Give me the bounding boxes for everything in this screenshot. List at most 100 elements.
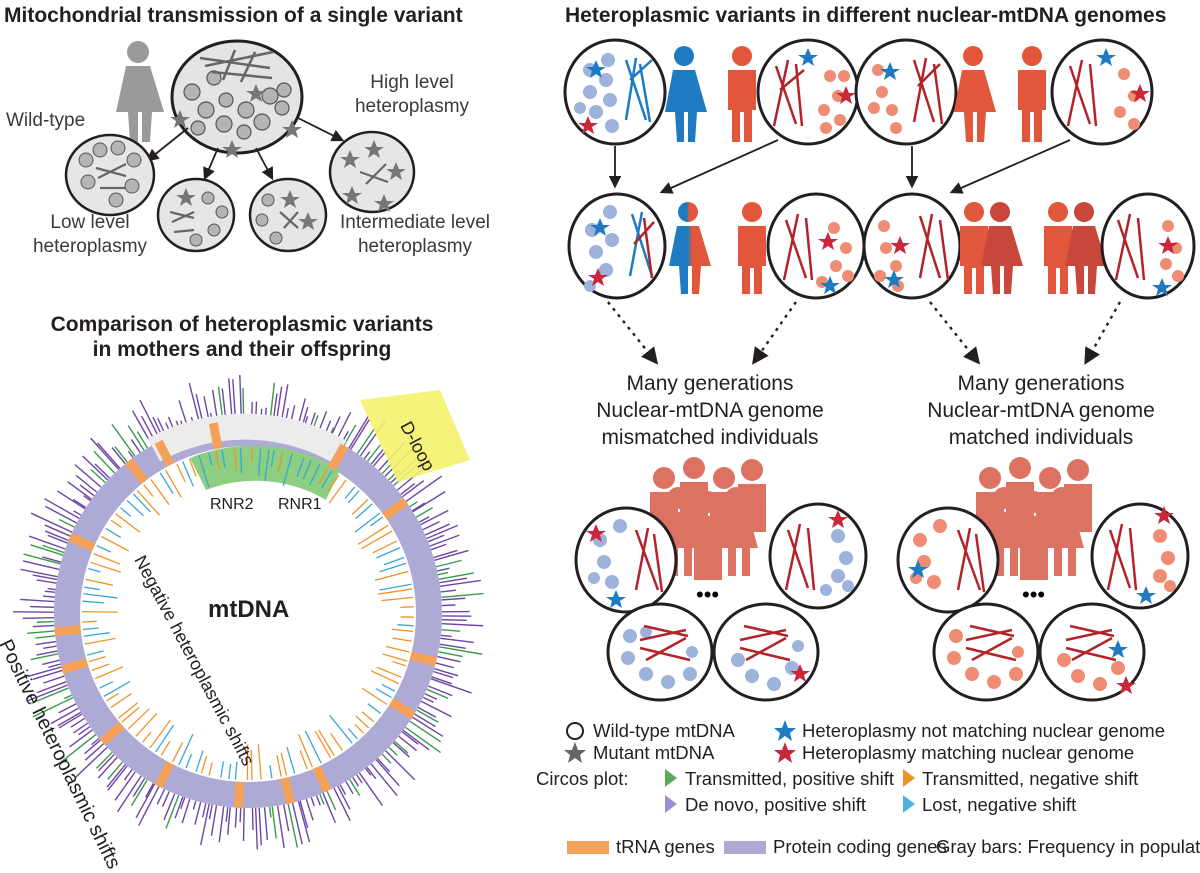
negative-shift-arrow	[128, 709, 149, 729]
wild-type-cell	[66, 135, 154, 215]
positive-shift-arrow	[193, 801, 195, 810]
positive-shift-arrow	[27, 631, 55, 633]
positive-shift-arrow	[394, 741, 408, 753]
negative-shift-arrow	[258, 744, 261, 779]
positive-shift-arrow	[36, 642, 56, 645]
rnr2-label: RNR2	[210, 496, 254, 514]
matched-cell-4	[1040, 604, 1144, 700]
negative-shift-arrow	[277, 755, 281, 776]
positive-shift-arrow	[98, 443, 120, 468]
high-level-cell	[330, 132, 414, 212]
legend-protein: Protein coding genes	[773, 836, 947, 858]
positive-shift-arrow	[35, 636, 55, 638]
positive-shift-arrow	[351, 419, 370, 449]
positive-shift-arrow	[442, 624, 483, 626]
blue-woman-figure	[665, 46, 707, 142]
positive-shift-arrow	[436, 663, 454, 668]
mother-figure	[116, 41, 164, 142]
red-man-figure-5	[1044, 202, 1072, 294]
positive-shift-arrow	[442, 605, 456, 606]
row1-cell-1	[565, 40, 665, 144]
positive-shift-arrow	[300, 801, 308, 828]
positive-shift-arrow	[45, 525, 70, 536]
negative-shift-arrow	[270, 765, 272, 778]
positive-shift-arrow	[252, 808, 253, 830]
negative-shift-arrow	[136, 713, 157, 736]
negative-shift-arrow	[371, 671, 399, 684]
negative-shift-arrow	[393, 638, 412, 641]
negative-shift-arrow	[356, 504, 373, 519]
positive-shift-arrow	[83, 456, 108, 480]
mismatched-cell-1	[576, 508, 676, 612]
positive-shift-arrow	[43, 646, 56, 648]
negative-shift-arrow	[392, 629, 413, 631]
matched-cell-3	[934, 604, 1038, 700]
positive-shift-arrow	[115, 772, 135, 800]
positive-shift-arrow	[438, 573, 448, 575]
negative-shift-arrow	[137, 490, 159, 515]
positive-shift-arrow	[441, 598, 465, 600]
negative-shift-arrow	[356, 716, 369, 728]
negative-shift-arrow	[86, 579, 113, 585]
negative-shift-arrow	[92, 664, 109, 670]
red-woman-figure-2	[981, 202, 1023, 294]
positive-shift-arrow	[440, 638, 473, 642]
negative-shift-arrow	[89, 657, 106, 662]
positive-shift-arrow	[211, 805, 216, 835]
positive-shift-arrow	[244, 808, 245, 841]
positive-shift-arrow	[288, 804, 297, 848]
negative-shift-arrow	[315, 731, 330, 758]
negative-shift-arrow	[393, 661, 406, 665]
positive-shift-arrow	[272, 806, 276, 838]
negative-shift-arrow	[83, 628, 99, 630]
legend-lost-negative: Lost, negative shift	[922, 794, 1076, 816]
trna-gene-mark	[285, 778, 291, 803]
positive-shift-arrow	[441, 630, 460, 632]
positive-shift-arrow	[270, 807, 271, 818]
positive-shift-arrow	[107, 764, 125, 787]
negative-shift-arrow	[196, 751, 203, 772]
intermediate-cell	[250, 179, 326, 251]
positive-shift-arrow	[235, 808, 236, 828]
high-level-label-2: heteroplasmy	[352, 96, 472, 118]
negative-shift-arrow	[331, 733, 343, 750]
negative-shift-arrow	[143, 732, 152, 742]
positive-shift-arrow	[376, 760, 399, 786]
matched-cell-2	[1092, 504, 1188, 608]
positive-shift-arrow	[80, 485, 94, 496]
negative-shift-arrow	[156, 725, 174, 752]
negative-shift-arrow	[83, 633, 109, 637]
positive-shift-arrow	[284, 805, 289, 831]
positive-shift-arrow	[416, 508, 433, 518]
negative-shift-arrow	[229, 764, 231, 779]
positive-shift-arrow	[162, 791, 169, 806]
positive-shift-arrow	[209, 805, 212, 820]
high-level-label-1: High level	[352, 72, 472, 94]
negative-shift-arrow	[116, 514, 140, 532]
negative-shift-arrow	[83, 594, 117, 598]
negative-shift-arrow	[376, 689, 392, 698]
positive-shift-arrow	[31, 654, 58, 660]
positive-shift-arrow	[437, 568, 449, 571]
negative-shift-arrow	[93, 554, 120, 564]
red-man-figure-4	[960, 202, 988, 294]
negative-shift-arrow	[111, 520, 122, 527]
red-man-figure-2	[1018, 46, 1046, 142]
positive-shift-arrow	[316, 796, 320, 806]
negative-shift-arrow	[375, 571, 408, 580]
negative-shift-arrow	[398, 625, 414, 626]
negative-shift-arrow	[362, 712, 374, 722]
positive-shift-arrow	[364, 452, 369, 459]
negative-shift-arrow	[88, 569, 100, 572]
positive-shift-arrow	[403, 730, 429, 749]
positive-shift-arrow	[393, 743, 409, 757]
intermediate-label-1: Intermediate level	[330, 212, 500, 234]
legend-wild-type: Wild-type mtDNA	[593, 720, 735, 742]
positive-shift-arrow	[323, 793, 335, 823]
mother-cell	[170, 41, 302, 158]
positive-shift-arrow	[74, 511, 81, 515]
positive-shift-arrow	[350, 779, 360, 795]
not-matching-star	[774, 720, 796, 741]
positive-shift-arrow	[265, 807, 268, 840]
negative-shift-arrow	[179, 734, 193, 765]
